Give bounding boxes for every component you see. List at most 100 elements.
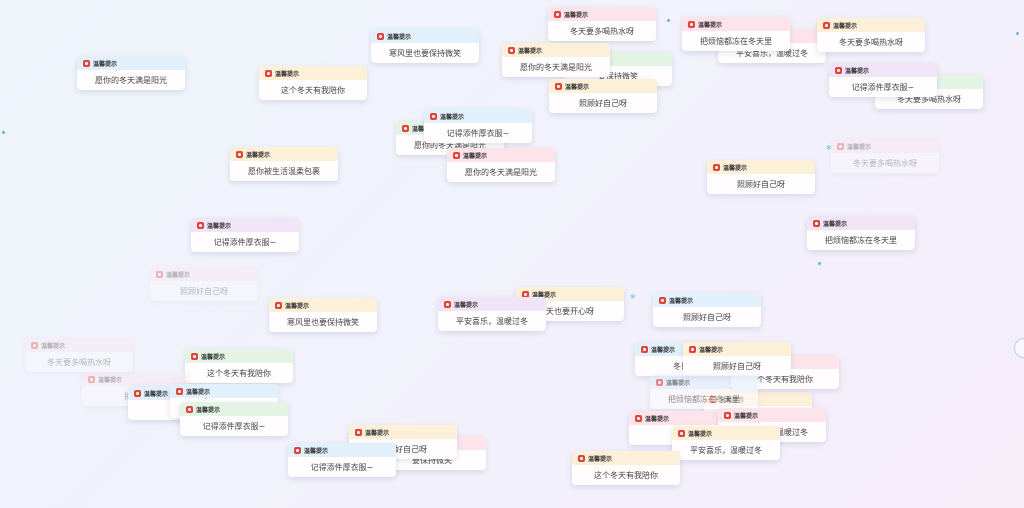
tip-card[interactable]: 温馨提示愿你的冬天满是阳光 [77,56,185,90]
heart-icon [656,378,663,386]
tip-card[interactable]: 温馨提示照顾好自己呀 [150,267,258,301]
tip-card[interactable]: 温馨提示冬天要多喝热水呀 [831,139,939,173]
tip-card[interactable]: 温馨提示愿你被生活温柔包裹 [230,147,338,181]
heart-icon [31,341,38,349]
tip-card[interactable]: 温馨提示这个冬天有我陪你 [572,451,680,485]
card-message: 平安喜乐，温暖过冬 [736,48,808,58]
card-message: 愿你的冬天满是阳光 [465,167,537,177]
card-header-label: 温馨提示 [723,164,748,172]
card-header: 温馨提示 [672,426,780,440]
tip-card[interactable]: 温馨提示寒风里也要保持微笑 [371,29,479,63]
card-message: 冬天要多喝热水呀 [897,94,961,104]
card-message: 记得添件厚衣服~ [851,82,915,92]
heart-icon [659,296,666,304]
heart-icon [236,150,243,158]
heart-icon [191,352,198,360]
card-header-label: 温馨提示 [98,376,123,384]
card-header-label: 温馨提示 [688,430,713,438]
heart-icon [522,290,529,298]
tip-card[interactable]: 温馨提示愿你的冬天满是阳光 [447,148,555,182]
heart-icon [835,66,842,74]
card-header: 温馨提示 [682,17,790,31]
tip-card[interactable]: 温馨提示照顾好自己呀 [653,293,761,327]
card-header: 温馨提示 [502,43,610,57]
card-message: 冬天要多喝热水呀 [839,37,903,47]
card-message: 记得添件厚衣服~ [446,128,510,138]
heart-icon [678,429,685,437]
card-header-label: 温馨提示 [144,390,169,398]
tip-card[interactable]: 温馨提示记得添件厚衣服~ [191,218,299,252]
heart-icon [508,46,515,54]
card-message: 记得添件厚衣服~ [310,462,374,472]
tip-card[interactable]: 温馨提示照顾好自己呀 [683,342,791,376]
tip-card[interactable]: 温馨提示照顾好自己呀 [707,160,815,194]
tip-card[interactable]: 温馨提示记得添件厚衣服~ [180,402,288,436]
heart-icon [688,20,695,28]
heart-icon [724,411,731,419]
card-header-label: 温馨提示 [196,406,221,414]
heart-icon [83,59,90,67]
card-message: 这个冬天有我陪你 [594,470,658,480]
heart-icon [823,21,830,29]
tip-card[interactable]: 温馨提示照顾好自己呀 [349,425,457,459]
tip-card[interactable]: 温馨提示寒风里也要保持微笑 [269,298,377,332]
tip-card[interactable]: 温馨提示记得添件厚衣服~ [424,109,532,143]
tip-card[interactable]: 温馨提示冬天要多喝热水呀 [817,18,925,52]
tip-card[interactable]: 温馨提示把烦恼都冻在冬天里 [682,17,790,51]
card-header-label: 温馨提示 [823,220,848,228]
card-header: 温馨提示 [831,139,939,153]
heart-icon [176,387,183,395]
tip-card[interactable]: 温馨提示愿你的冬天满是阳光 [502,43,610,77]
tip-card[interactable]: 温馨提示这个冬天有我陪你 [259,66,367,100]
card-header: 温馨提示 [629,411,737,425]
tip-card[interactable]: 温馨提示冬天要多喝热水呀 [548,7,656,41]
card-header-label: 温馨提示 [304,447,329,455]
heart-icon [813,219,820,227]
card-header-label: 温馨提示 [699,346,724,354]
card-header-label: 温馨提示 [387,33,412,41]
tip-card[interactable]: 温馨提示把烦恼都冻在冬天里 [650,375,758,409]
tip-card[interactable]: 温馨提示把烦恼都冻在冬天里 [807,216,915,250]
heart-icon [355,428,362,436]
heart-icon [186,405,193,413]
card-header: 温馨提示 [269,298,377,312]
card-message: 把烦恼都冻在冬天里 [668,394,740,404]
tip-card[interactable]: 温馨提示记得添件厚衣服~ [288,443,396,477]
card-header: 温馨提示 [288,443,396,457]
card-message: 寒风里也要保持微笑 [287,317,359,327]
edge-button[interactable] [1014,338,1024,358]
card-header-label: 温馨提示 [440,113,465,121]
tip-card[interactable]: 温馨提示记得添件厚衣服~ [829,63,937,97]
card-header: 温馨提示 [185,349,293,363]
card-message: 冬天要多喝热水呀 [47,357,111,367]
card-header-label: 温馨提示 [564,11,589,19]
card-header-label: 温馨提示 [847,143,872,151]
card-message: 这个冬天有我陪你 [207,368,271,378]
heart-icon [444,300,451,308]
card-header-label: 温馨提示 [645,415,670,423]
card-header-label: 温馨提示 [588,455,613,463]
card-header-label: 温馨提示 [275,70,300,78]
card-header-label: 温馨提示 [833,22,858,30]
card-message: 照顾好自己呀 [180,286,228,296]
decor-dot [818,262,821,265]
card-header: 温馨提示 [807,216,915,230]
card-message: 这个冬天有我陪你 [281,85,345,95]
tip-card[interactable]: 温馨提示照顾好自己呀 [549,79,657,113]
heart-icon [713,163,720,171]
card-header-label: 温馨提示 [845,67,870,75]
tip-card[interactable]: 温馨提示平安喜乐，温暖过冬 [438,297,546,331]
heart-icon [377,32,384,40]
card-header: 温馨提示 [259,66,367,80]
card-header: 温馨提示 [82,372,190,386]
tip-card[interactable]: 温馨提示冬天要多喝热水呀 [25,338,133,372]
card-message: 个冬天有我陪你 [757,374,813,384]
tip-card[interactable]: 温馨提示平安喜乐，温暖过冬 [672,426,780,460]
heart-icon [635,414,642,422]
tip-card[interactable]: 温馨提示这个冬天有我陪你 [185,349,293,383]
card-header: 温馨提示 [549,79,657,93]
card-header-label: 温馨提示 [518,47,543,55]
card-message: 平安喜乐，温暖过冬 [456,316,528,326]
heart-icon [641,345,648,353]
decor-dot [667,19,670,22]
